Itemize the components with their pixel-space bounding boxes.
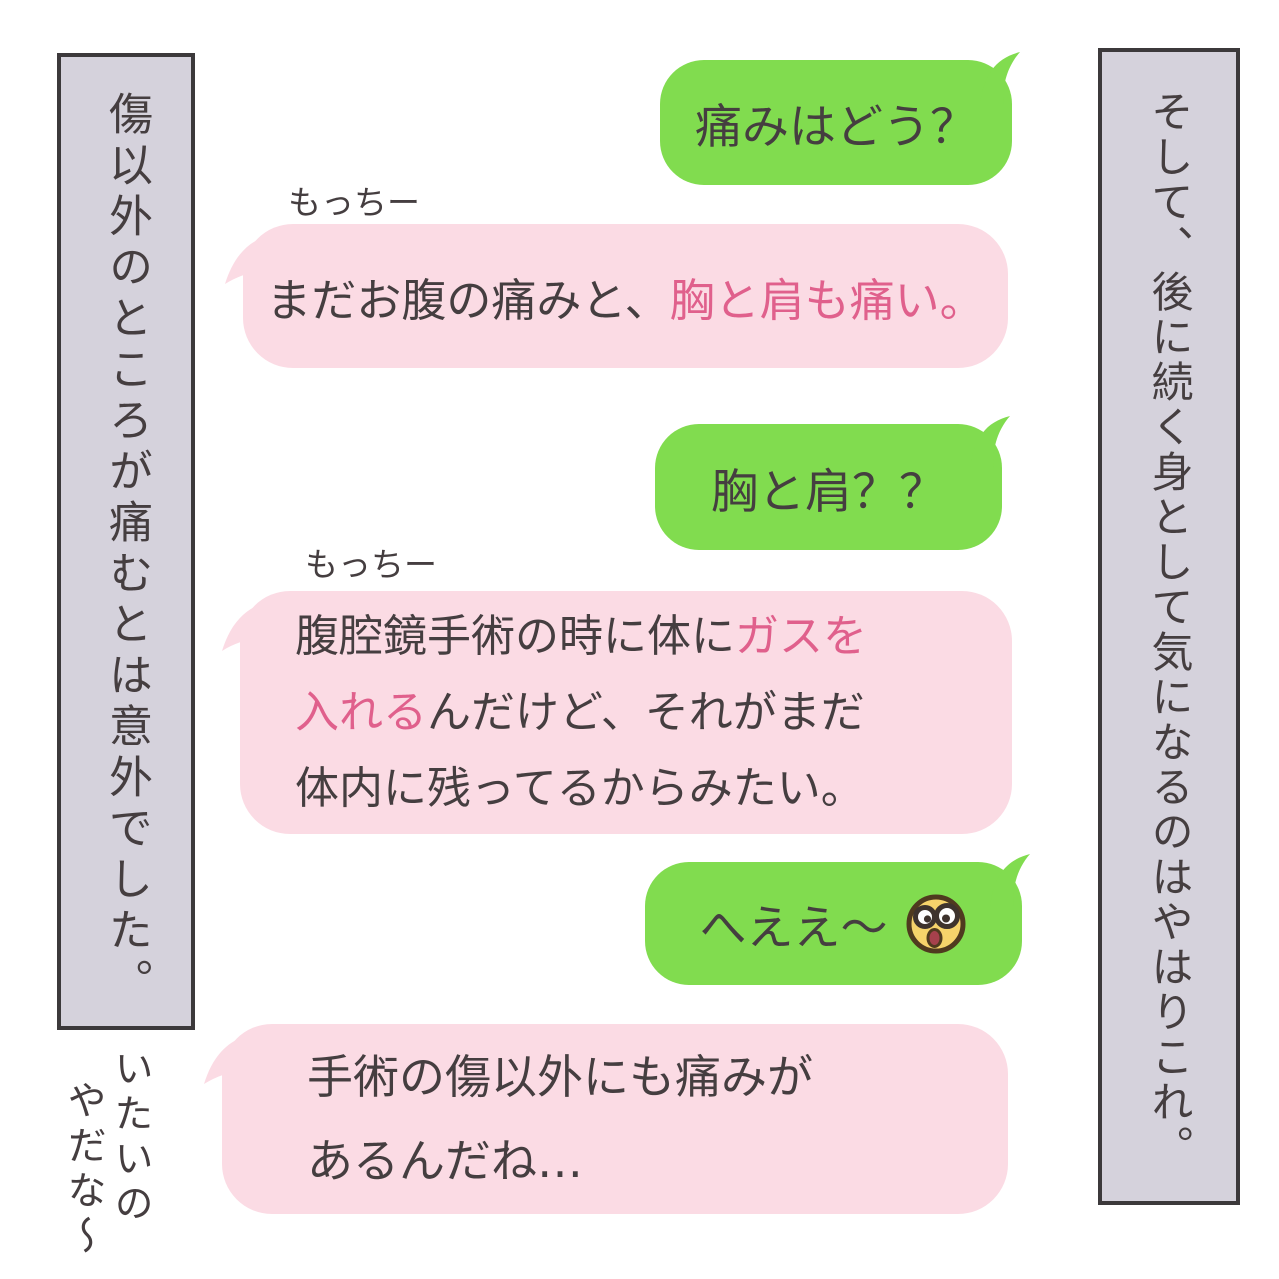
handwritten-note-line: いたいの [108,1048,153,1228]
left-caption-bar: 傷以外のところが痛むとは意外でした。 [57,53,195,1030]
message-text-highlight: 胸と肩も痛い。 [669,273,985,327]
sender-name: もっちー [288,183,420,222]
message-text-highlight: 入れる [295,686,427,738]
chat-bubble-incoming-3: 手術の傷以外にも痛みが あるんだね… [204,1024,1008,1214]
bubble-tail-icon [970,416,1010,468]
message-text: 痛みはどう？ [695,100,977,155]
message-text: んだけど、それがまだ [427,686,865,738]
bubble-tail-icon [225,236,267,284]
message-text: へええ〜 [699,901,888,956]
chat-bubble-incoming-1: まだお腹の痛みと、胸と肩も痛い。 [225,224,1008,368]
bubble-tail-icon [204,1036,246,1084]
chat-bubble-outgoing-1: 痛みはどう？ [660,52,1020,185]
bubble-tail-icon [222,603,264,651]
message-text: 手術の傷以外にも痛みが [307,1050,813,1104]
message-text-block: 腹腔鏡手術の時に体にガスを 入れるんだけど、それがまだ 体内に残ってるからみたい… [295,599,867,827]
bubble-tail-icon [990,854,1030,906]
message-text-highlight: ガスを [735,610,867,662]
right-caption-bar: そして、後に続く身として気になるのはやはりこれ。 [1098,48,1240,1205]
message-text: まだお腹の痛みと、 [266,273,670,327]
handwritten-note-line: やだな〜 [61,1080,106,1260]
sender-name: もっちー [305,545,437,584]
message-text: 腹腔鏡手術の時に体に [295,610,735,662]
message-text: 胸と肩？？ [711,464,946,520]
message-text-block: 手術の傷以外にも痛みが あるんだね… [307,1035,813,1203]
left-caption-text: 傷以外のところが痛むとは意外でした。 [101,91,152,1009]
chat-bubble-outgoing-3: へええ〜 [645,854,1030,985]
message-text: 体内に残ってるからみたい。 [295,762,865,814]
astonished-face-icon [906,894,965,953]
message-text: あるんだね… [307,1134,583,1188]
right-caption-text: そして、後に続く身として気になるのはやはりこれ。 [1145,90,1194,1170]
bubble-tail-icon [980,52,1020,104]
chat-bubble-outgoing-2: 胸と肩？？ [655,416,1010,550]
chat-bubble-incoming-2: 腹腔鏡手術の時に体にガスを 入れるんだけど、それがまだ 体内に残ってるからみたい… [222,591,1012,834]
